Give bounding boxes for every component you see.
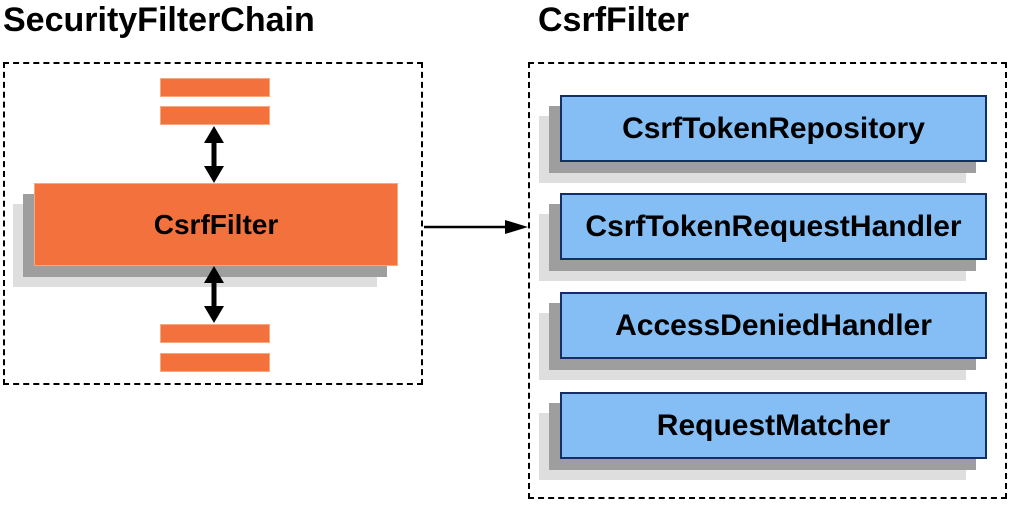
component-box-label: CsrfTokenRequestHandler (585, 209, 962, 243)
csrf-filter-box: CsrfFilter (34, 183, 398, 266)
filter-slot-bar-4 (160, 353, 270, 372)
component-box-csrf-token-repository: CsrfTokenRepository (560, 95, 987, 162)
csrf-filter-box-label: CsrfFilter (153, 208, 279, 240)
csrf-filter-panel-title: CsrfFilter (538, 1, 690, 39)
component-box-request-matcher: RequestMatcher (560, 392, 987, 459)
component-box-label: RequestMatcher (656, 408, 891, 442)
security-filter-chain-container (3, 62, 423, 385)
component-box-access-denied-handler: AccessDeniedHandler (560, 292, 987, 359)
security-filter-chain-title: SecurityFilterChain (3, 1, 315, 39)
component-box-label: AccessDeniedHandler (615, 308, 932, 342)
component-box-csrf-token-request-handler: CsrfTokenRequestHandler (560, 193, 987, 260)
filter-slot-bar-2 (160, 106, 270, 125)
filter-slot-bar-1 (160, 78, 270, 97)
component-box-label: CsrfTokenRepository (622, 111, 925, 145)
bidirectional-arrow-top-icon (204, 126, 224, 183)
bidirectional-arrow-bottom-icon (204, 266, 224, 323)
csrf-filter-container (528, 62, 1007, 499)
flow-arrow-icon (424, 220, 528, 234)
filter-slot-bar-3 (160, 324, 270, 343)
